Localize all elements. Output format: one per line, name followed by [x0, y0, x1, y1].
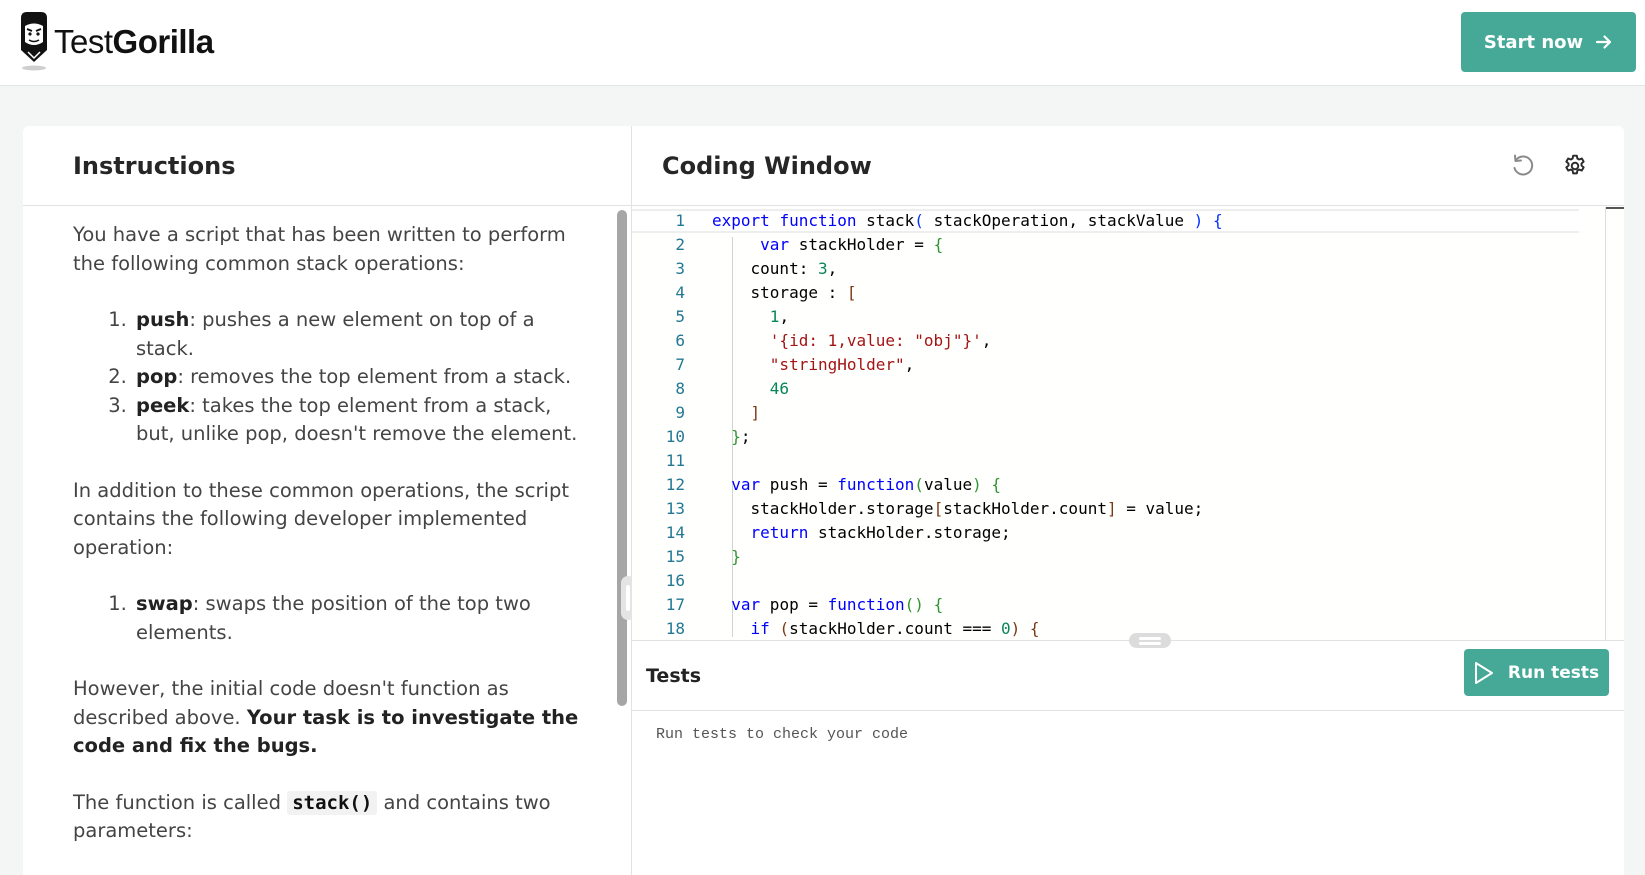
instructions-scrollbar[interactable]	[617, 210, 629, 706]
custom-operations-list: swap: swaps the position of the top two …	[133, 590, 583, 647]
gorilla-logo-icon	[18, 12, 50, 72]
logo-text-test: Test	[54, 23, 113, 60]
code-line[interactable]: 9 ]	[675, 403, 761, 422]
arrow-right-icon	[1596, 35, 1612, 49]
code-line[interactable]: 8 46	[675, 379, 790, 398]
code-line[interactable]: 2 var stackHolder = {	[675, 235, 944, 254]
run-tests-label: Run tests	[1507, 662, 1600, 683]
code-line[interactable]: 10 };	[665, 427, 751, 446]
start-now-button[interactable]: Start now	[1461, 12, 1636, 72]
code-line[interactable]: 17 var pop = function() {	[665, 595, 944, 614]
editor-tests-resize-handle[interactable]	[1129, 633, 1171, 648]
operations-list: push: pushes a new element on top of a s…	[133, 306, 583, 449]
tests-output: Run tests to check your code	[656, 726, 909, 743]
list-item: push: pushes a new element on top of a s…	[133, 306, 583, 363]
settings-button[interactable]	[1561, 152, 1589, 180]
code-line[interactable]: 15 }	[665, 547, 741, 566]
logo-text-gorilla: Gorilla	[112, 23, 215, 60]
settings-gear-icon	[1565, 154, 1585, 174]
play-icon	[1474, 661, 1493, 684]
pane-resize-handle[interactable]	[621, 576, 635, 620]
testgorilla-logo[interactable]: TestGorilla	[18, 12, 214, 72]
coding-window-title: Coding Window	[662, 151, 872, 180]
code-line[interactable]: 12 var push = function(value) {	[665, 475, 1002, 494]
tests-title: Tests	[646, 664, 702, 687]
instructions-title: Instructions	[73, 151, 236, 180]
start-now-label: Start now	[1483, 31, 1584, 53]
assessment-card: Instructions You have a script that has …	[23, 126, 1624, 875]
tests-header: Tests Run tests	[632, 641, 1624, 711]
reset-icon	[1513, 154, 1534, 175]
list-item: pop: removes the top element from a stac…	[133, 363, 583, 392]
list-item: swap: swaps the position of the top two …	[133, 590, 583, 647]
code-line[interactable]: 14 return stackHolder.storage;	[665, 523, 1011, 542]
reset-code-button[interactable]	[1509, 152, 1537, 180]
instructions-body: You have a script that has been written …	[73, 221, 583, 874]
list-item: peek: takes the top element from a stack…	[133, 392, 583, 449]
instructions-addition: In addition to these common operations, …	[73, 478, 569, 559]
instructions-scrollbar-thumb[interactable]	[617, 210, 627, 706]
instructions-task: However, the initial code doesn't functi…	[73, 677, 579, 757]
code-line[interactable]: 13 stackHolder.storage[stackHolder.count…	[665, 499, 1204, 518]
top-bar: TestGorilla Start now	[0, 0, 1645, 86]
code-line[interactable]: 7 "stringHolder",	[675, 355, 915, 374]
editor-minimap-edge	[1605, 207, 1606, 640]
code-line[interactable]: 4 storage : [	[675, 283, 857, 302]
function-name-code: stack()	[287, 790, 378, 815]
code-line[interactable]: 5 1,	[675, 307, 790, 326]
run-tests-button[interactable]: Run tests	[1464, 649, 1609, 696]
code-line[interactable]: 18 if (stackHolder.count === 0) {	[665, 619, 1040, 638]
code-line[interactable]: 11	[665, 451, 685, 470]
code-line[interactable]: 3 count: 3,	[675, 259, 838, 278]
code-line[interactable]: 16	[665, 571, 685, 590]
instructions-intro: You have a script that has been written …	[73, 223, 566, 275]
instructions-function: The function is called stack() and conta…	[73, 790, 551, 842]
code-line[interactable]: 6 '{id: 1,value: "obj"}',	[675, 331, 992, 350]
instructions-pane: Instructions You have a script that has …	[23, 126, 632, 875]
editor-overview-ruler[interactable]	[1606, 207, 1624, 209]
